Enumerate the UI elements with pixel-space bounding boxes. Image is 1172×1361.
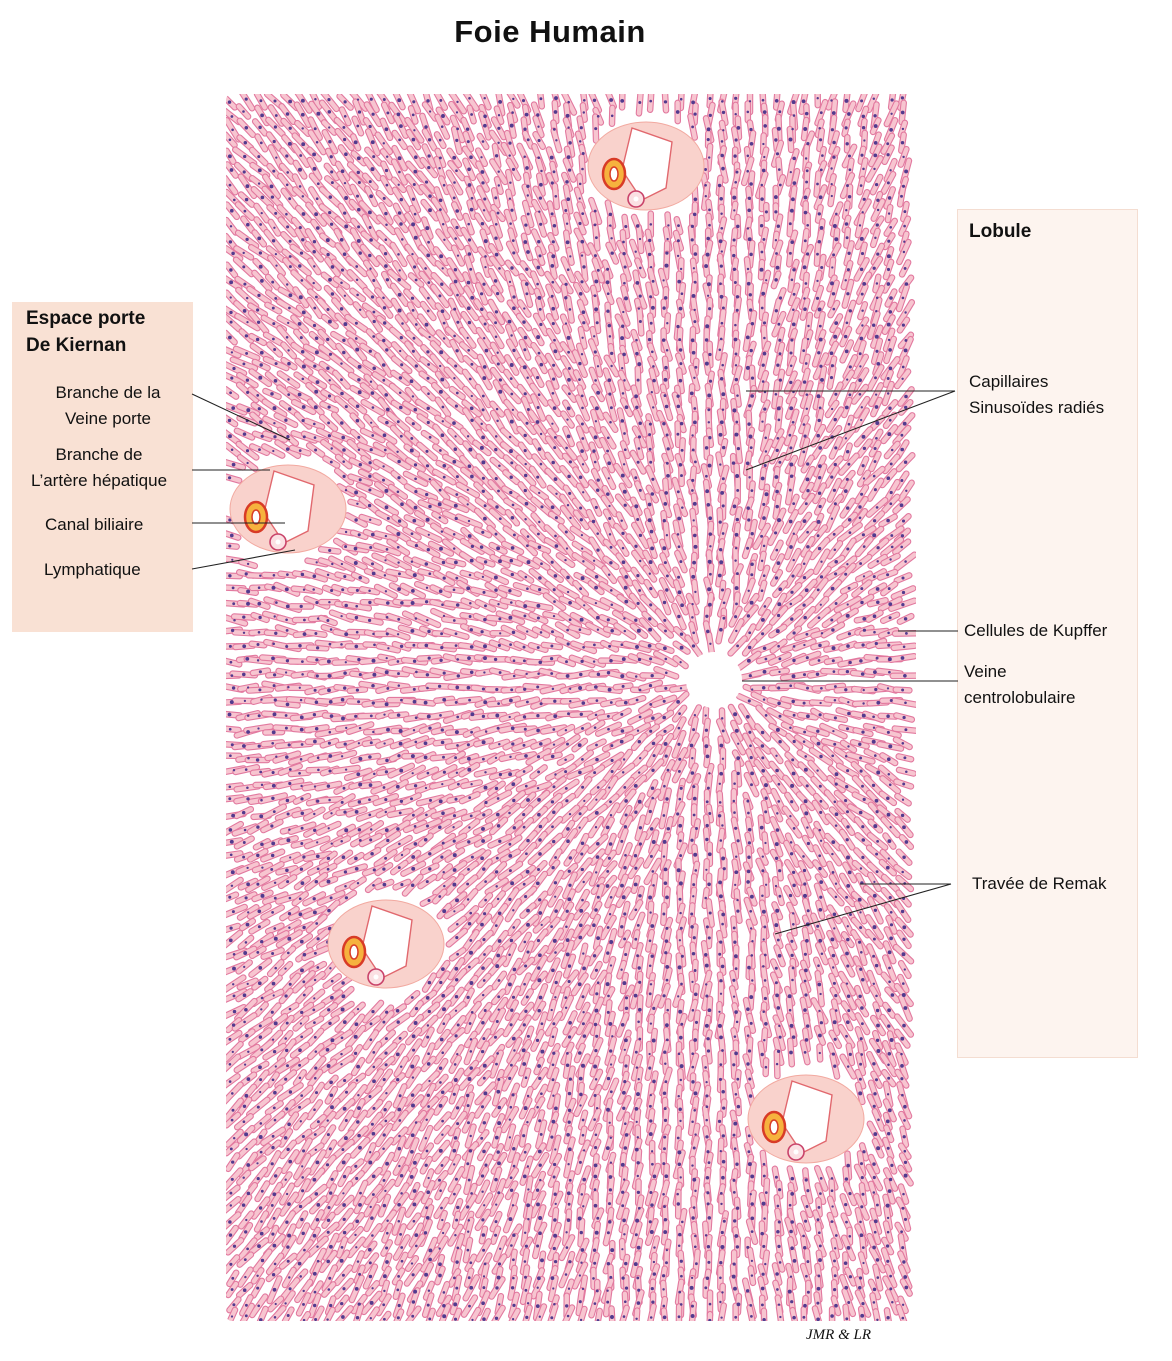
label-bile-duct: Canal biliaire — [45, 515, 144, 534]
label-hepatic-artery-line2: L’artère hépatique — [30, 471, 168, 490]
label-remak-trabecula: Travée de Remak — [972, 874, 1107, 893]
portal-space-3 — [327, 899, 445, 989]
portal-space-heading-line2: De Kiernan — [26, 335, 127, 356]
label-central-vein-line2: centrolobulaire — [964, 688, 1076, 707]
label-sinusoids: Capillaires Sinusoïdes radiés — [969, 369, 1104, 421]
lobule-heading: Lobule — [969, 221, 1032, 242]
label-portal-vein: Branche de la Veine porte — [40, 380, 176, 432]
portal-space-4 — [747, 1074, 865, 1164]
label-portal-vein-line2: Veine porte — [64, 409, 151, 428]
label-hepatic-artery: Branche de L’artère hépatique — [14, 442, 184, 494]
label-portal-vein-line1: Branche de la — [55, 383, 161, 402]
liver-histology-illustration — [226, 94, 916, 1321]
portal-space-2 — [229, 464, 347, 554]
portal-spaces — [229, 121, 865, 1164]
label-central-vein: Veine centrolobulaire — [964, 659, 1076, 711]
portal-space-heading-line1: Espace porte — [26, 308, 146, 329]
lobule-legend-box — [957, 209, 1138, 1058]
label-kupffer-cells: Cellules de Kupffer — [964, 621, 1108, 640]
label-sinusoids-line1: Capillaires — [969, 372, 1049, 391]
label-lymphatic: Lymphatique — [44, 560, 141, 579]
label-hepatic-artery-line1: Branche de — [55, 445, 143, 464]
page-title: Foie Humain — [454, 14, 646, 49]
portal-space-heading: Espace porte De Kiernan — [26, 305, 145, 359]
label-sinusoids-line2: Sinusoïdes radiés — [969, 398, 1105, 417]
portal-space-1 — [587, 121, 705, 211]
central-vein — [686, 652, 742, 708]
hepatocyte-nuclei — [227, 96, 909, 1321]
portal-space-legend-box — [12, 302, 193, 632]
author-credit: JMR & LR — [806, 1327, 871, 1343]
label-central-vein-line1: Veine — [964, 662, 1007, 681]
